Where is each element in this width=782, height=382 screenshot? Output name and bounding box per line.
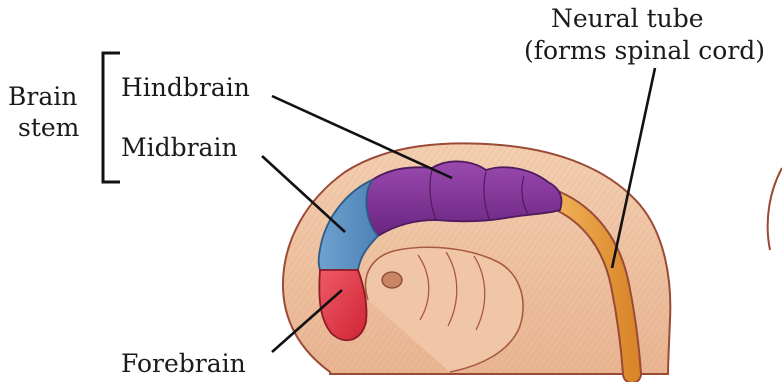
neural-tube-label-line-2: (forms spinal cord)	[524, 36, 765, 65]
brain-stem-label-line-2: stem	[18, 113, 80, 142]
hindbrain-label: Hindbrain	[121, 73, 250, 102]
brain-stem-label-line-1: Brain	[8, 82, 77, 111]
midbrain-label: Midbrain	[121, 133, 238, 162]
forebrain-label: Forebrain	[121, 349, 246, 378]
neural-tube-label-line-1: Neural tube	[551, 4, 704, 33]
brain-stem-bracket	[103, 53, 120, 182]
optic-pit	[382, 272, 402, 288]
second-embryo-edge	[768, 168, 782, 250]
